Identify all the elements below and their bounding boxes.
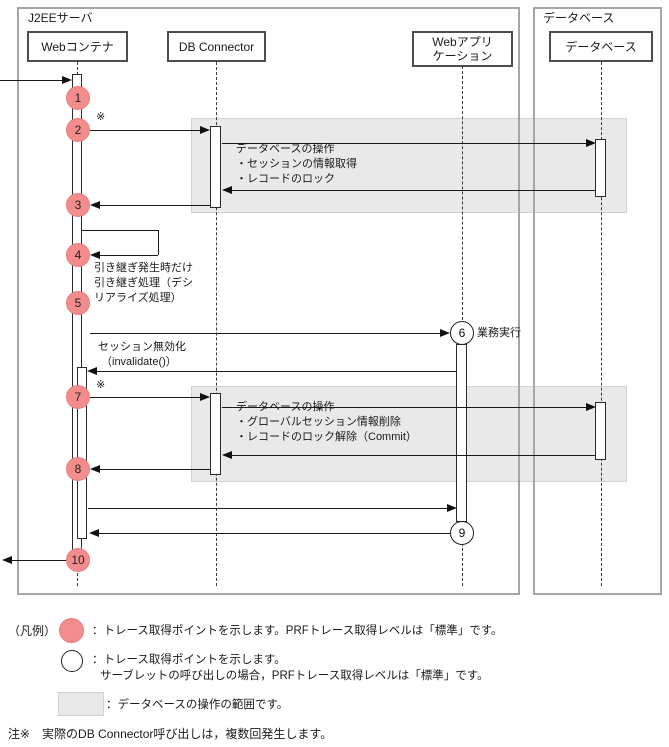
arrow-call-connector-2 — [90, 397, 200, 398]
trace-point-6: 6 — [450, 321, 474, 345]
arrow-call-database-2 — [222, 407, 586, 408]
activation-web-container-nested — [77, 367, 87, 539]
footnote: 注※ 実際のDB Connector呼び出しは，複数回発生します。 — [8, 727, 333, 741]
legend-range-swatch — [58, 692, 104, 716]
participant-label: DB Connector — [178, 39, 255, 54]
arrowhead — [90, 465, 100, 473]
legend-filled-circle — [59, 618, 84, 643]
arrow-session-invalidate — [97, 371, 457, 372]
legend-open-desc-line2: サーブレットの呼び出しの場合，PRFトレース取得レベルは「標準」です。 — [100, 670, 489, 682]
trace-point-8: 8 — [66, 457, 90, 481]
arrowhead — [222, 451, 232, 459]
trace-point-9: 9 — [450, 521, 474, 545]
arrowhead — [222, 186, 232, 194]
session-invalidate-line2: （invalidate()） — [101, 356, 177, 368]
activation-web-app — [456, 344, 467, 522]
participant-database: データベース — [549, 31, 653, 62]
arrow-return-connector-2 — [100, 469, 210, 470]
arrow-request-in — [0, 80, 62, 81]
arrowhead — [89, 529, 99, 537]
database-container-label: データベース — [543, 11, 615, 25]
arrowhead — [87, 367, 97, 375]
participant-label-line2: ケーション — [432, 49, 493, 63]
activation-db-connector-2 — [210, 393, 221, 475]
j2ee-server-label: J2EEサーバ — [28, 11, 93, 25]
arrow-call-webapp — [90, 333, 440, 334]
db-operation-range-2 — [191, 386, 627, 482]
arrow-return-database-2 — [232, 455, 596, 456]
arrow-return-webapp — [99, 533, 450, 534]
session-invalidate-line1: セッション無効化 — [98, 341, 186, 353]
activation-database-2 — [595, 402, 606, 460]
arrow-call-connector-1 — [90, 130, 200, 131]
trace-point-2: 2 — [66, 118, 90, 142]
handover-line2: 引き継ぎ処理（デシ — [94, 277, 193, 289]
arrow-return-connector-1 — [100, 205, 210, 206]
trace-point-4: 4 — [66, 243, 90, 267]
participant-label: Webコンテナ — [41, 39, 114, 54]
arrow-selfcall-top — [82, 230, 158, 231]
note-ref-mark-1: ※ — [96, 111, 106, 123]
legend-title: （凡例） — [8, 624, 57, 638]
arrowhead — [90, 251, 100, 259]
participant-db-connector: DB Connector — [167, 31, 266, 62]
arrow-selfcall-bottom — [100, 255, 158, 256]
trace-point-7: 7 — [66, 385, 90, 409]
trace-point-1: 1 — [66, 86, 90, 110]
arrowhead — [200, 126, 210, 134]
arrowhead — [90, 201, 100, 209]
trace-point-5: 5 — [66, 291, 90, 315]
db-operation-2-line3: ・レコードのロック解除（Commit） — [236, 431, 417, 443]
arrowhead — [586, 403, 596, 411]
arrowhead — [62, 76, 72, 84]
activation-db-connector-1 — [210, 126, 221, 208]
participant-label-line1: Webアプリ — [432, 35, 493, 49]
participant-web-app: Webアプリ ケーション — [412, 31, 513, 67]
legend-open-circle — [61, 650, 83, 672]
arrowhead — [440, 329, 450, 337]
arrow-call-webapp-2 — [88, 508, 447, 509]
arrowhead — [447, 504, 457, 512]
lifeline-database — [601, 62, 602, 586]
legend-range-desc: ：データベースの操作の範囲です。 — [106, 699, 289, 711]
business-exec-label: 業務実行 — [477, 327, 521, 339]
arrowhead — [200, 393, 210, 401]
db-operation-2-line2: ・グローバルセッション情報削除 — [236, 416, 401, 428]
note-ref-mark-2: ※ — [96, 379, 106, 391]
arrowhead — [2, 556, 12, 564]
db-operation-range-1 — [191, 118, 627, 213]
trace-point-3: 3 — [66, 193, 90, 217]
participant-web-container: Webコンテナ — [27, 31, 128, 62]
arrow-call-database-1 — [222, 143, 586, 144]
db-operation-1-line1: データベースの操作 — [236, 143, 335, 155]
arrowhead — [586, 139, 596, 147]
db-operation-1-line3: ・レコードのロック — [236, 173, 335, 185]
lifeline-db-connector — [216, 62, 217, 586]
legend-open-desc-line1: ：トレース取得ポイントを示します。 — [92, 654, 286, 666]
db-operation-1-line2: ・セッションの情報取得 — [236, 158, 357, 170]
activation-database-1 — [595, 139, 606, 197]
database-container — [533, 7, 662, 595]
arrow-selfcall-side — [158, 230, 159, 255]
db-operation-2-line1: データベースの操作 — [236, 401, 335, 413]
arrow-response-out — [12, 560, 67, 561]
trace-point-10: 10 — [66, 548, 90, 572]
handover-line3: リアライズ処理） — [94, 292, 182, 304]
j2ee-server-container — [17, 7, 520, 595]
participant-label: データベース — [565, 39, 637, 54]
handover-line1: 引き継ぎ発生時だけ — [94, 262, 193, 274]
arrow-return-database-1 — [232, 190, 596, 191]
legend-filled-desc: ：トレース取得ポイントを示します。PRFトレース取得レベルは「標準」です。 — [92, 625, 503, 637]
